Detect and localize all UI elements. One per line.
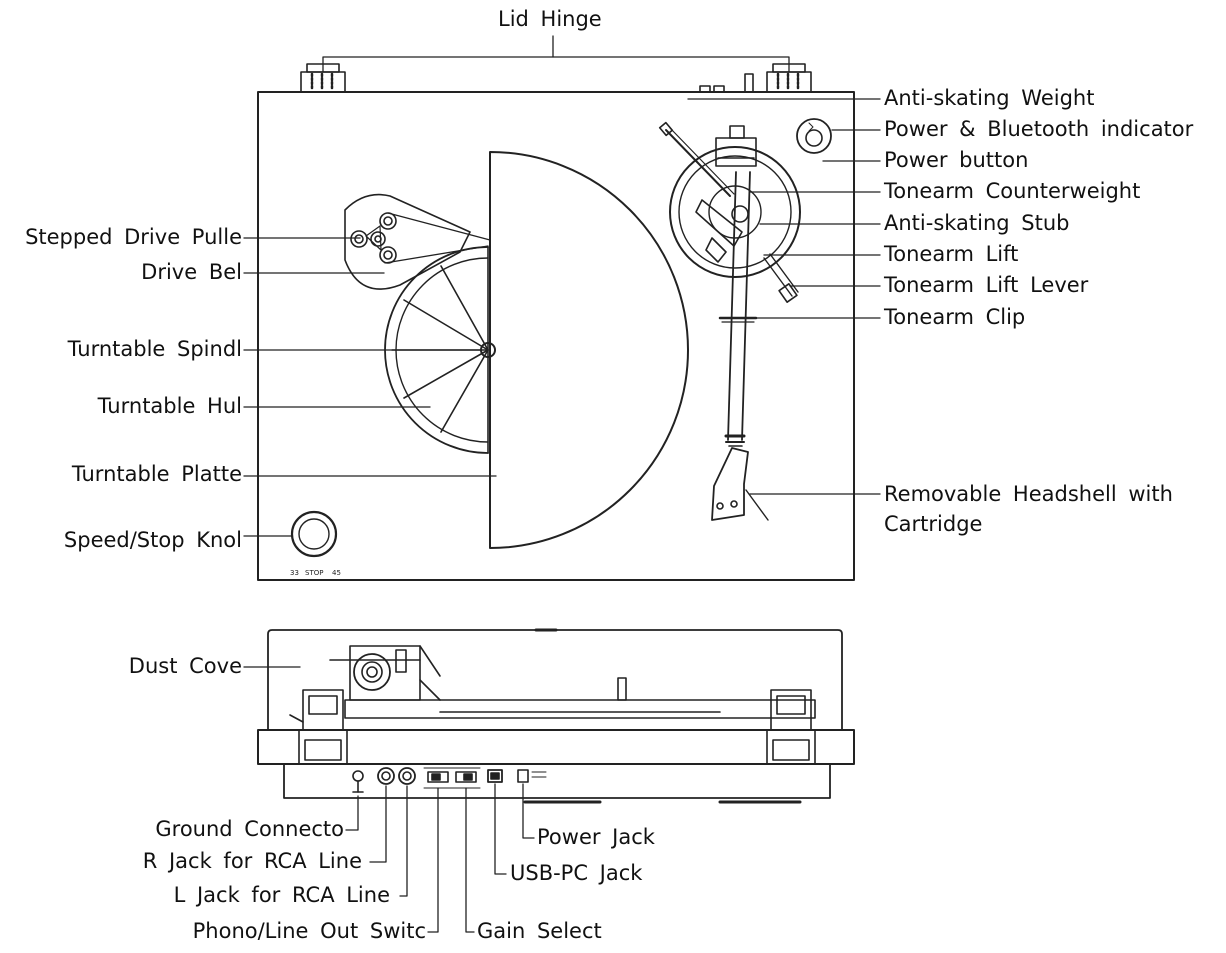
knob-mark-stop: STOP	[305, 569, 323, 577]
label-tonearm-clip: Tonearm Clip	[884, 305, 1026, 329]
power-jack	[517, 769, 547, 783]
rca-jack-l	[398, 767, 416, 785]
rear-view	[243, 628, 855, 933]
tonearm	[718, 171, 758, 447]
usb-pc-jack	[487, 769, 503, 783]
label-r-jack: R Jack for RCA Line	[142, 849, 362, 873]
label-l-jack: L Jack for RCA Line	[173, 883, 390, 907]
knob-mark-45: 45	[332, 569, 341, 577]
power-button-group	[796, 118, 832, 154]
label-stepped-drive-pulley: Stepped Drive Pulle	[25, 225, 242, 249]
label-dust-cover: Dust Cove	[128, 654, 242, 678]
label-power-bt-indicator: Power & Bluetooth indicator	[884, 117, 1194, 141]
label-tonearm-lift-lever: Tonearm Lift Lever	[884, 273, 1089, 297]
rear-hinge-left	[289, 689, 348, 765]
ground-connector	[352, 770, 364, 793]
callout-lines-left	[243, 237, 497, 537]
label-tonearm-counterweight: Tonearm Counterweight	[884, 179, 1141, 203]
drive-belt	[384, 212, 491, 264]
label-turntable-spindle: Turntable Spindl	[67, 337, 242, 361]
removable-headshell	[711, 447, 769, 521]
label-turntable-hub: Turntable Hul	[97, 394, 242, 418]
turntable-spindle	[480, 342, 496, 358]
tonearm-counterweight	[715, 125, 757, 167]
label-tonearm-lift: Tonearm Lift	[884, 242, 1019, 266]
dust-cover	[267, 629, 843, 731]
plinth-top-view	[257, 91, 855, 581]
label-removable-headshell: Removable Headshell with Cartridge	[884, 482, 1173, 536]
label-anti-skating-stub: Anti-skating Stub	[884, 211, 1070, 235]
top-view	[243, 35, 881, 581]
turntable-platter	[489, 151, 689, 549]
callout-lines-rear	[243, 666, 535, 933]
knob-mark-33: 33	[290, 569, 299, 577]
label-speed-stop-knob: Speed/Stop Knol	[63, 528, 242, 552]
rca-jack-r	[377, 767, 395, 785]
phono-line-switch	[423, 767, 453, 789]
label-power-button: Power button	[884, 148, 1029, 172]
label-drive-belt: Drive Bel	[141, 260, 242, 284]
label-phono-line-switch: Phono/Line Out Switc	[192, 919, 426, 943]
label-turntable-platter: Turntable Platte	[71, 462, 242, 486]
label-ground-connector: Ground Connecto	[155, 817, 344, 841]
rear-hinge-right	[766, 689, 816, 765]
label-power-jack: Power Jack	[537, 825, 655, 849]
gain-select-switch	[451, 767, 481, 789]
pulley-cover-plate	[344, 193, 471, 290]
lid-hinge-callout	[322, 56, 790, 73]
label-anti-skating-weight: Anti-skating Weight	[884, 86, 1095, 110]
rear-tonearm	[329, 645, 441, 701]
callout-lines-right	[687, 98, 881, 495]
speed-stop-knob	[290, 510, 338, 558]
label-lid-hinge: Lid Hinge	[498, 7, 602, 31]
label-gain-select: Gain Select	[477, 919, 602, 943]
anti-skating-weight	[658, 121, 735, 197]
rear-panel	[283, 763, 831, 799]
label-usb-pc-jack: USB-PC Jack	[510, 861, 643, 885]
